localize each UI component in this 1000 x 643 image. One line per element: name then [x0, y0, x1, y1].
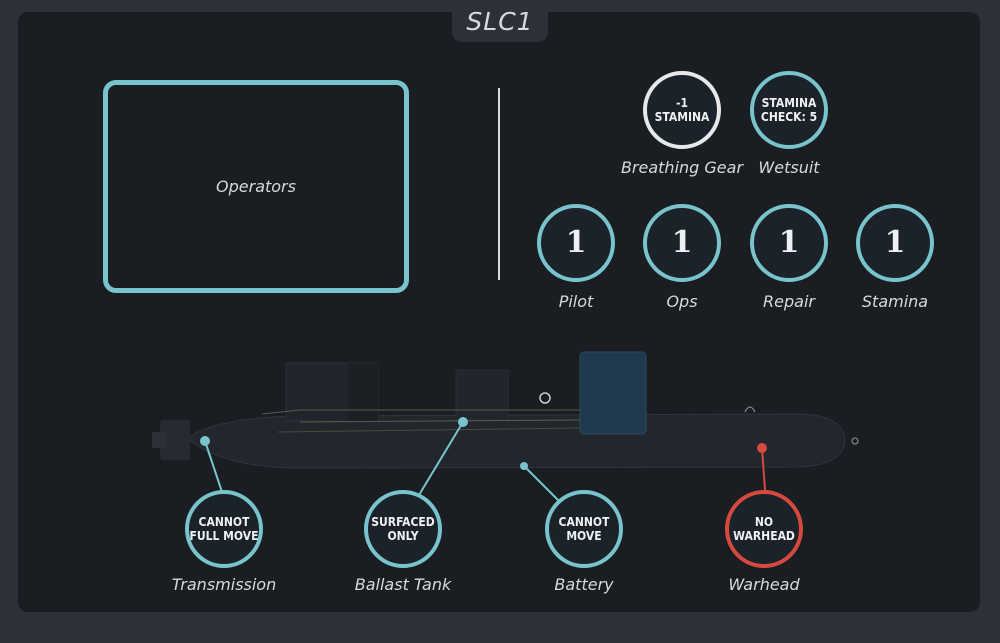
- battery-badge-line2: MOVE: [566, 529, 602, 543]
- breathing-gear-badge: -1 STAMINA: [643, 71, 721, 149]
- stat-value-stamina: 1: [884, 225, 906, 260]
- stat-label-stamina: Stamina: [861, 292, 929, 311]
- stat-value-repair: 1: [778, 225, 800, 260]
- warhead-leader: [757, 443, 767, 491]
- breathing-gear-badge-line1: -1: [676, 95, 688, 110]
- battery-label: Battery: [554, 575, 614, 594]
- breathing-gear-badge-line2: STAMINA: [654, 110, 710, 124]
- stat-value-ops: 1: [671, 225, 693, 260]
- card-title: SLC1: [466, 6, 534, 36]
- stat-label-ops: Ops: [666, 292, 698, 311]
- stat-badge-pilot: 1: [537, 204, 615, 282]
- operators-label: Operators: [216, 177, 296, 196]
- stat-badge-stamina: 1: [856, 204, 934, 282]
- operators-slot[interactable]: Operators: [103, 80, 409, 293]
- ballast-tank-badge-line1: SURFACED: [371, 514, 435, 529]
- stat-badge-ops: 1: [643, 204, 721, 282]
- transmission-label: Transmission: [171, 575, 277, 594]
- stat-label-pilot: Pilot: [558, 292, 594, 311]
- warhead-damage-badge: NO WARHEAD: [725, 490, 803, 568]
- breathing-gear-label: Breathing Gear: [620, 158, 744, 177]
- wetsuit-badge-line1: STAMINA: [761, 95, 817, 110]
- ballast-tank-badge-line2: ONLY: [387, 529, 419, 543]
- battery-leader: [520, 462, 561, 503]
- battery-damage-badge: CANNOT MOVE: [545, 490, 623, 568]
- transmission-badge-line1: CANNOT: [198, 514, 250, 529]
- transmission-leader: [200, 436, 224, 496]
- wetsuit-label: Wetsuit: [758, 158, 820, 177]
- transmission-damage-badge: CANNOT FULL MOVE: [185, 490, 263, 568]
- stat-badge-repair: 1: [750, 204, 828, 282]
- ballast-tank-label: Ballast Tank: [354, 575, 452, 594]
- submarine-hull: [152, 351, 859, 469]
- card-title-tab: SLC1: [452, 0, 548, 42]
- divider: [498, 88, 500, 280]
- warhead-badge-line1: NO: [754, 514, 774, 529]
- stat-label-repair: Repair: [763, 292, 815, 311]
- wetsuit-badge-line2: CHECK: 5: [760, 110, 818, 124]
- transmission-badge-line2: FULL MOVE: [189, 529, 259, 543]
- wetsuit-badge: STAMINA CHECK: 5: [750, 71, 828, 149]
- ballast-tank-leader: [418, 417, 468, 496]
- ballast-tank-damage-badge: SURFACED ONLY: [364, 490, 442, 568]
- warhead-label: Warhead: [728, 575, 800, 594]
- stat-value-pilot: 1: [565, 225, 587, 260]
- battery-badge-line1: CANNOT: [558, 514, 610, 529]
- warhead-badge-line2: WARHEAD: [733, 529, 795, 543]
